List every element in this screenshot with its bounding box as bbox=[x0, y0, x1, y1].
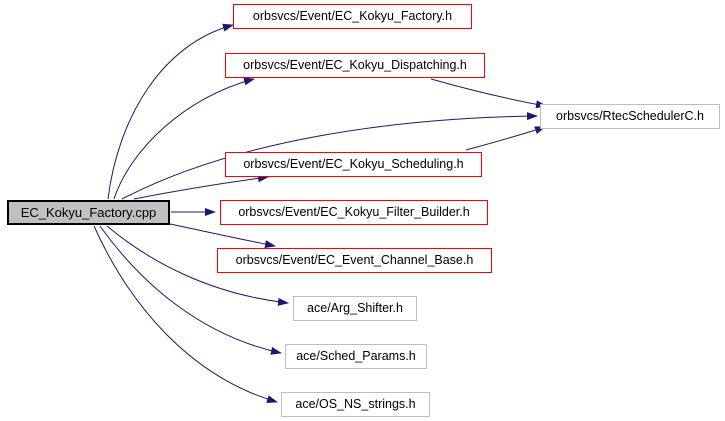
edge-cpp-to-arg-shifter-h bbox=[106, 225, 289, 306]
edge-cpp-to-event-channel-base-h bbox=[169, 223, 276, 249]
edge-cpp-to-os-ns-strings-h bbox=[93, 225, 278, 404]
edge-cpp-to-rtec-scheduler bbox=[121, 112, 538, 200]
node-ec-kokyu-factory-cpp: EC_Kokyu_Factory.cpp bbox=[7, 200, 170, 225]
node-ace-sched-params-h: ace/Sched_Params.h bbox=[285, 344, 427, 369]
node-ec-event-channel-base-h[interactable]: orbsvcs/Event/EC_Event_Channel_Base.h bbox=[217, 248, 492, 273]
edge-scheduling-to-rtec-scheduler bbox=[465, 126, 546, 151]
node-ec-kokyu-scheduling-h[interactable]: orbsvcs/Event/EC_Kokyu_Scheduling.h bbox=[225, 152, 482, 177]
node-rtec-scheduler-c-h: orbsvcs/RtecSchedulerC.h bbox=[540, 104, 720, 129]
node-ace-os-ns-strings-h: ace/OS_NS_strings.h bbox=[281, 392, 430, 417]
edge-cpp-to-dispatching-h bbox=[113, 77, 255, 200]
edge-dispatching-to-rtec-scheduler bbox=[430, 78, 547, 109]
edge-cpp-to-factory-h bbox=[107, 23, 234, 200]
node-ec-kokyu-factory-h[interactable]: orbsvcs/Event/EC_Kokyu_Factory.h bbox=[233, 4, 472, 29]
node-ec-kokyu-filter-builder-h[interactable]: orbsvcs/Event/EC_Kokyu_Filter_Builder.h bbox=[220, 200, 488, 225]
edge-cpp-to-sched-params-h bbox=[99, 225, 282, 355]
edge-cpp-to-scheduling-h bbox=[133, 174, 269, 200]
node-ace-arg-shifter-h: ace/Arg_Shifter.h bbox=[293, 296, 417, 321]
node-ec-kokyu-dispatching-h[interactable]: orbsvcs/Event/EC_Kokyu_Dispatching.h bbox=[225, 53, 485, 78]
